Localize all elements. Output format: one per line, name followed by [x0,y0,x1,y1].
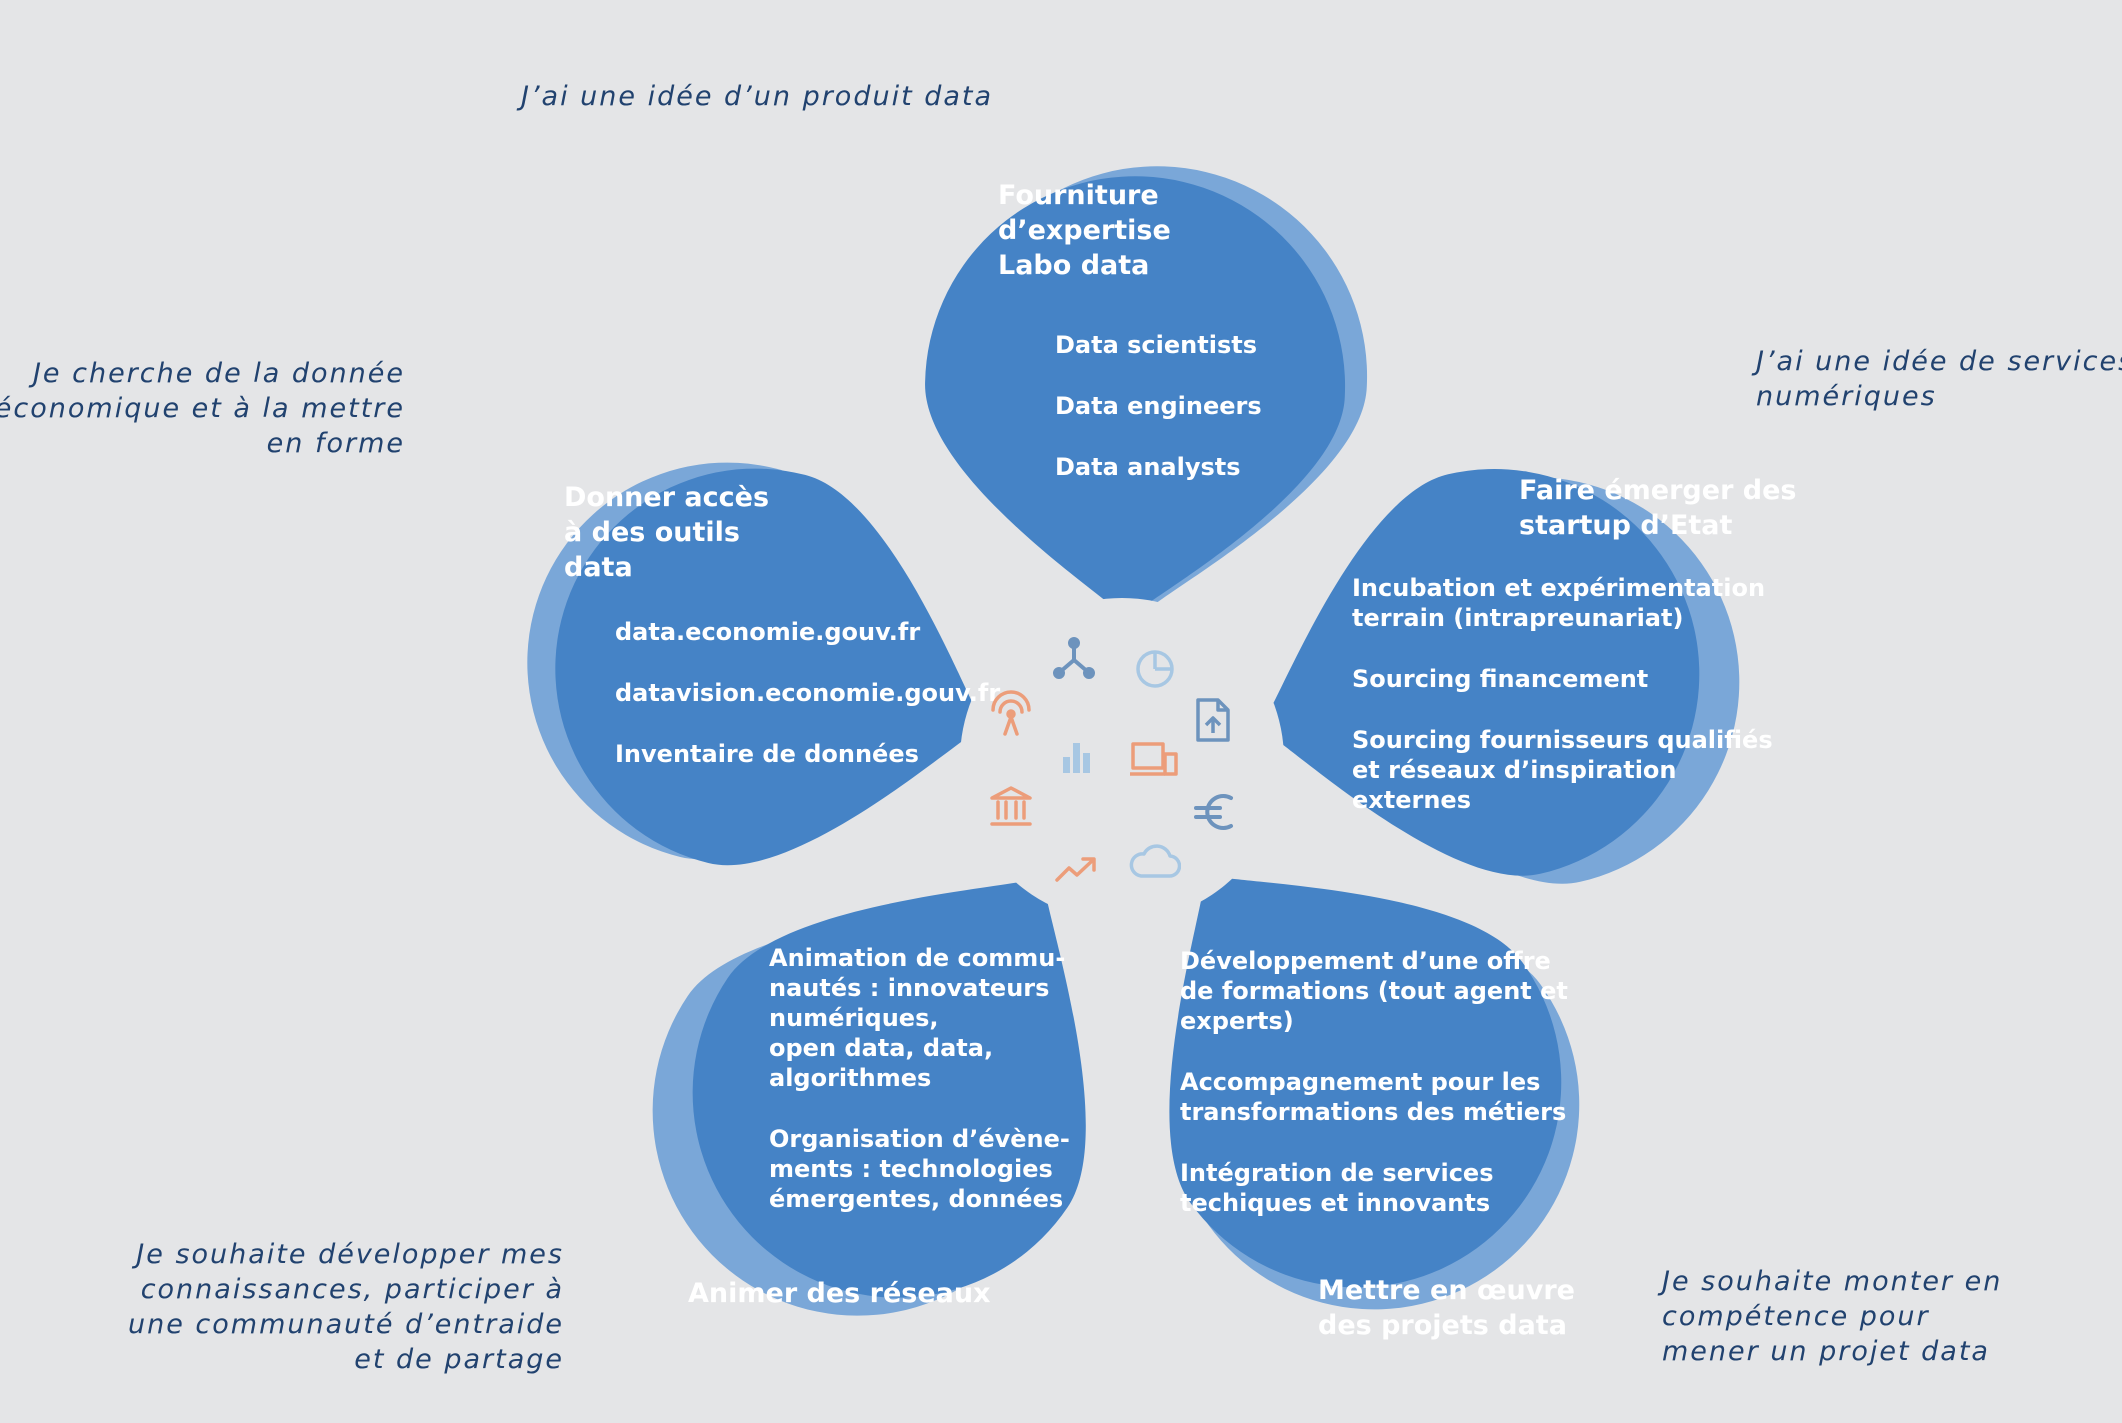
list-item: Organisation d’évène- ments : technologi… [769,1124,1070,1214]
list-item: Développement d’une offre de formations … [1180,946,1568,1036]
title-line: Animer des réseaux [688,1278,991,1309]
quote-line: en forme [266,428,405,459]
quote-line: Je souhaite développer mes [136,1239,564,1270]
quote-line: J’ai une idée de services [1756,346,2122,377]
bar-chart-icon [1063,743,1090,773]
list-item: datavision.economie.gouv.fr [615,679,1001,707]
title-line: Mettre en œuvre [1318,1275,1575,1306]
item-line: de formations (tout agent et [1180,977,1568,1005]
quote-community: Je souhaite développer mes connaissances… [128,1237,564,1377]
item-line: techiques et innovants [1180,1189,1491,1217]
list-item: Accompagnement pour les transformations … [1180,1067,1568,1127]
quote-economic-data: Je cherche de la donnée économique et à … [0,356,405,461]
title-line: d’expertise [998,215,1171,246]
list-item: Intégration de services techiques et inn… [1180,1158,1568,1218]
item-line: émergentes, données [769,1185,1064,1213]
title-line: à des outils [564,517,740,548]
title-line: Labo data [998,250,1150,281]
petal-items-tools: data.economie.gouv.fr datavision.economi… [615,617,1000,800]
petal-shape-tools [555,468,987,866]
item-line: ments : technologies [769,1155,1053,1183]
list-item: Data engineers [1055,392,1262,420]
item-line: Intégration de services [1180,1159,1494,1187]
list-item: Incubation et expérimentation terrain (i… [1352,573,1773,633]
petal-items-startups: Incubation et expérimentation terrain (i… [1352,573,1773,815]
item-line: nautés : innovateurs [769,974,1050,1002]
list-item: data.economie.gouv.fr [615,618,921,646]
item-line: Sourcing fournisseurs qualifiés [1352,726,1773,754]
quote-line: Je cherche de la donnée [32,358,405,389]
document-upload-icon [1196,698,1230,742]
petal-shape-networks [692,874,1086,1298]
central-hub [960,598,1284,922]
quote-line: Je souhaite monter en [1662,1266,2003,1297]
quote-skill-up: Je souhaite monter en compétence pour me… [1662,1264,2002,1369]
petal-title-expertise: Fourniture d’expertise Labo data [998,178,1171,283]
network-icon [1053,637,1095,679]
quote-line: et de partage [354,1344,564,1375]
cloud-icon [1129,844,1181,878]
item-line: numériques, [769,1004,939,1032]
quote-line: J’ai une idée d’un produit data [521,81,994,112]
quote-line: une communauté d’entraide [128,1309,564,1340]
item-line: externes [1352,786,1471,814]
petal-shape-expertise [925,176,1346,621]
petal-title-tools: Donner accès à des outils data [564,480,769,585]
list-item: Animation de commu- nautés : innovateurs… [769,943,1070,1093]
title-line: Donner accès [564,482,770,513]
quote-line: connaissances, participer à [140,1274,564,1305]
antenna-icon [991,690,1031,736]
item-line: terrain (intrapreunariat) [1352,604,1684,632]
petal-title-networks: Animer des réseaux [688,1276,991,1311]
petal-title-projects: Mettre en œuvre des projets data [1318,1273,1575,1343]
item-line: Incubation et expérimentation [1352,574,1766,602]
euro-icon [1194,794,1233,830]
quote-services-idea: J’ai une idée de services numériques [1756,344,2122,414]
item-line: Organisation d’évène- [769,1125,1070,1153]
title-line: data [564,552,633,583]
devices-icon [1130,742,1178,776]
quote-product-idea: J’ai une idée d’un produit data [521,79,993,114]
petal-items-expertise: Data scientists Data engineers Data anal… [1055,330,1262,513]
quote-line: mener un projet data [1662,1336,1990,1367]
item-line: Accompagnement pour les [1180,1068,1541,1096]
bank-icon [990,786,1032,826]
item-line: algorithmes [769,1064,932,1092]
item-line: Développement d’une offre [1180,947,1551,975]
item-line: transformations des métiers [1180,1098,1567,1126]
title-line: Faire émerger des [1519,475,1797,506]
item-line: open data, data, [769,1034,994,1062]
petal-shape-startups [1258,469,1700,876]
item-line: Sourcing financement [1352,665,1649,693]
list-item: Sourcing fournisseurs qualifiés et résea… [1352,725,1773,815]
list-item: Sourcing financement [1352,664,1773,694]
title-line: startup d’Etat [1519,510,1733,541]
item-line: Animation de commu- [769,944,1066,972]
petal-items-networks: Animation de commu- nautés : innovateurs… [769,943,1070,1214]
quote-line: numériques [1756,381,1937,412]
petal-items-projects: Développement d’une offre de formations … [1180,946,1568,1218]
trend-up-icon [1055,857,1096,882]
pie-chart-icon [1136,650,1174,688]
petal-shape-projects [1169,872,1562,1288]
list-item: Data analysts [1055,453,1241,481]
quote-line: économique et à la mettre [0,393,405,424]
title-line: des projets data [1318,1310,1567,1341]
item-line: experts) [1180,1007,1294,1035]
petal-title-startups: Faire émerger des startup d’Etat [1519,473,1797,543]
item-line: et réseaux d’inspiration [1352,756,1677,784]
title-line: Fourniture [998,180,1159,211]
list-item: Inventaire de données [615,740,919,768]
quote-line: compétence pour [1662,1301,1930,1332]
list-item: Data scientists [1055,331,1257,359]
